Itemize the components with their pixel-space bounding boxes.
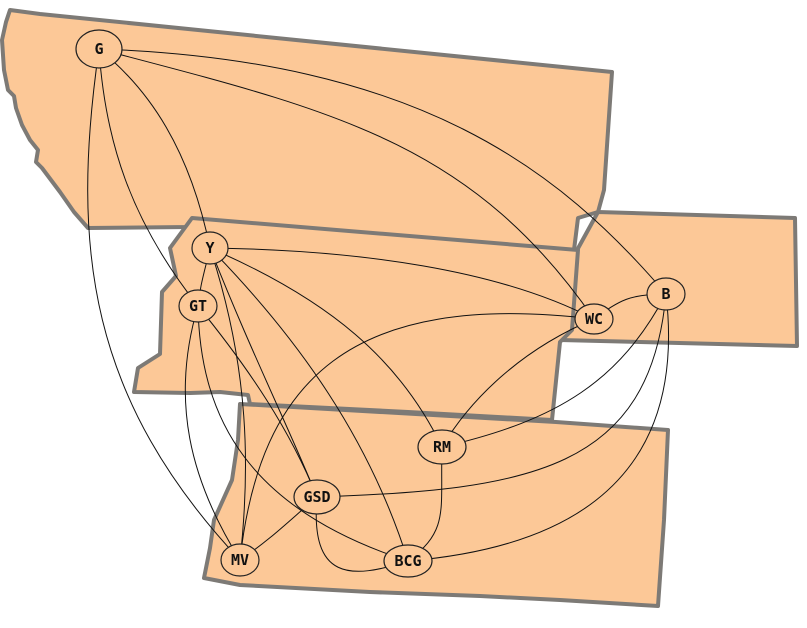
edge-wc-rm	[441, 318, 595, 448]
node-label: GSD	[303, 488, 330, 506]
node-label: RM	[433, 438, 451, 456]
edge-gt-gsd	[197, 305, 318, 498]
edge-g-wc	[98, 48, 595, 320]
node-label: G	[94, 40, 103, 58]
node-ellipse	[574, 303, 614, 335]
node-wc: WC	[574, 303, 614, 335]
node-y: Y	[191, 231, 229, 265]
map-region-middle	[132, 216, 580, 422]
node-ellipse	[383, 544, 433, 578]
node-label: Y	[205, 239, 214, 257]
node-bcg: BCG	[383, 544, 433, 578]
node-mv: MV	[220, 543, 260, 577]
node-label: MV	[231, 551, 249, 569]
node-label: BCG	[394, 552, 421, 570]
node-ellipse	[191, 231, 229, 265]
edge-y-bcg	[209, 247, 409, 562]
node-ellipse	[417, 429, 467, 465]
node-gt: GT	[178, 289, 218, 323]
edge-gt-bcg	[197, 305, 409, 562]
edge-g-mv	[87, 48, 241, 561]
edge-b-rm	[441, 293, 667, 448]
node-label: GT	[189, 297, 207, 315]
edge-g-y	[98, 48, 211, 249]
edge-b-bcg	[407, 293, 669, 562]
node-ellipse	[75, 29, 123, 69]
node-label: WC	[585, 310, 603, 328]
edge-gt-mv	[184, 305, 241, 561]
node-ellipse	[220, 543, 260, 577]
node-b: B	[646, 277, 686, 311]
node-label: B	[661, 285, 670, 303]
edge-y-rm	[209, 247, 443, 448]
node-ellipse	[646, 277, 686, 311]
edge-y-mv	[209, 247, 247, 561]
graph-nodes: G Y GT WC B RM GSD MV BCG	[75, 29, 686, 578]
graph-edges	[87, 48, 669, 572]
edge-y-wc	[209, 247, 595, 320]
node-rm: RM	[417, 429, 467, 465]
edge-g-gt	[98, 48, 199, 307]
edge-b-gsd	[316, 293, 667, 498]
edge-g-b	[98, 48, 667, 295]
edge-wc-mv	[239, 313, 595, 561]
node-ellipse	[293, 479, 341, 515]
node-gsd: GSD	[293, 479, 341, 515]
node-ellipse	[178, 289, 218, 323]
node-g: G	[75, 29, 123, 69]
map-region-south	[202, 402, 670, 608]
map-regions	[0, 8, 799, 608]
